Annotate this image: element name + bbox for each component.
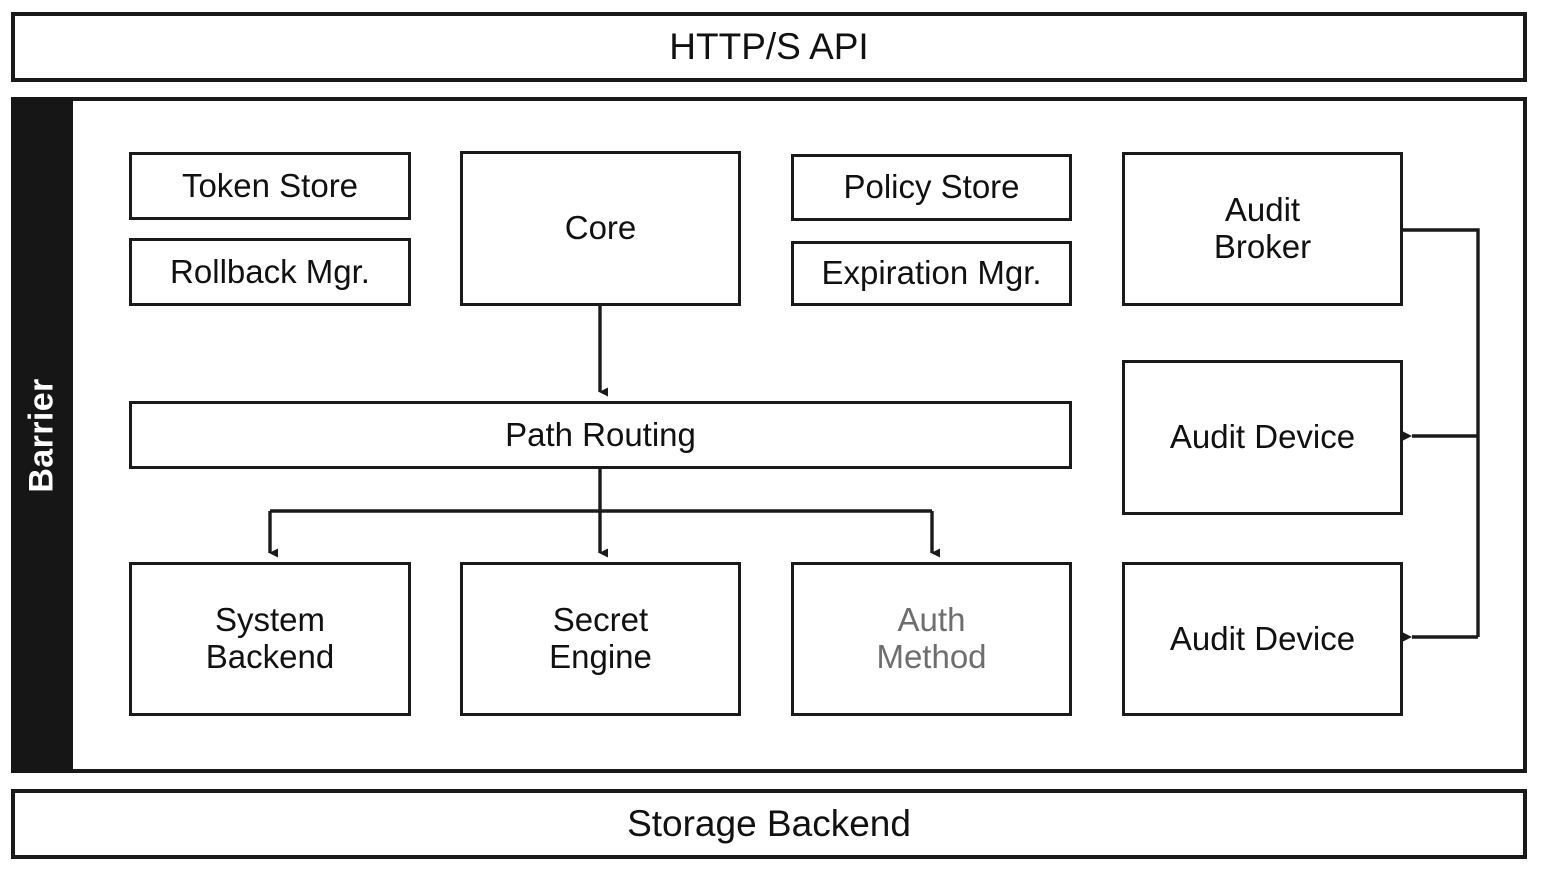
- node-policy-store: Policy Store: [791, 154, 1072, 221]
- node-expiration-mgr: Expiration Mgr.: [791, 241, 1072, 306]
- node-auth-method: Auth Method: [791, 562, 1072, 716]
- node-token-store: Token Store: [129, 152, 411, 220]
- node-rollback-mgr: Rollback Mgr.: [129, 238, 411, 306]
- http-api-layer: HTTP/S API: [11, 12, 1527, 82]
- node-audit-device-1: Audit Device: [1122, 360, 1403, 515]
- node-audit-broker: Audit Broker: [1122, 152, 1403, 306]
- node-core: Core: [460, 151, 741, 306]
- node-path-routing: Path Routing: [129, 401, 1072, 469]
- barrier-label: Barrier: [22, 377, 61, 493]
- node-system-backend: System Backend: [129, 562, 411, 716]
- barrier-strip: Barrier: [11, 97, 73, 773]
- storage-backend-layer: Storage Backend: [11, 789, 1527, 859]
- node-secret-engine: Secret Engine: [460, 562, 741, 716]
- node-audit-device-2: Audit Device: [1122, 562, 1403, 716]
